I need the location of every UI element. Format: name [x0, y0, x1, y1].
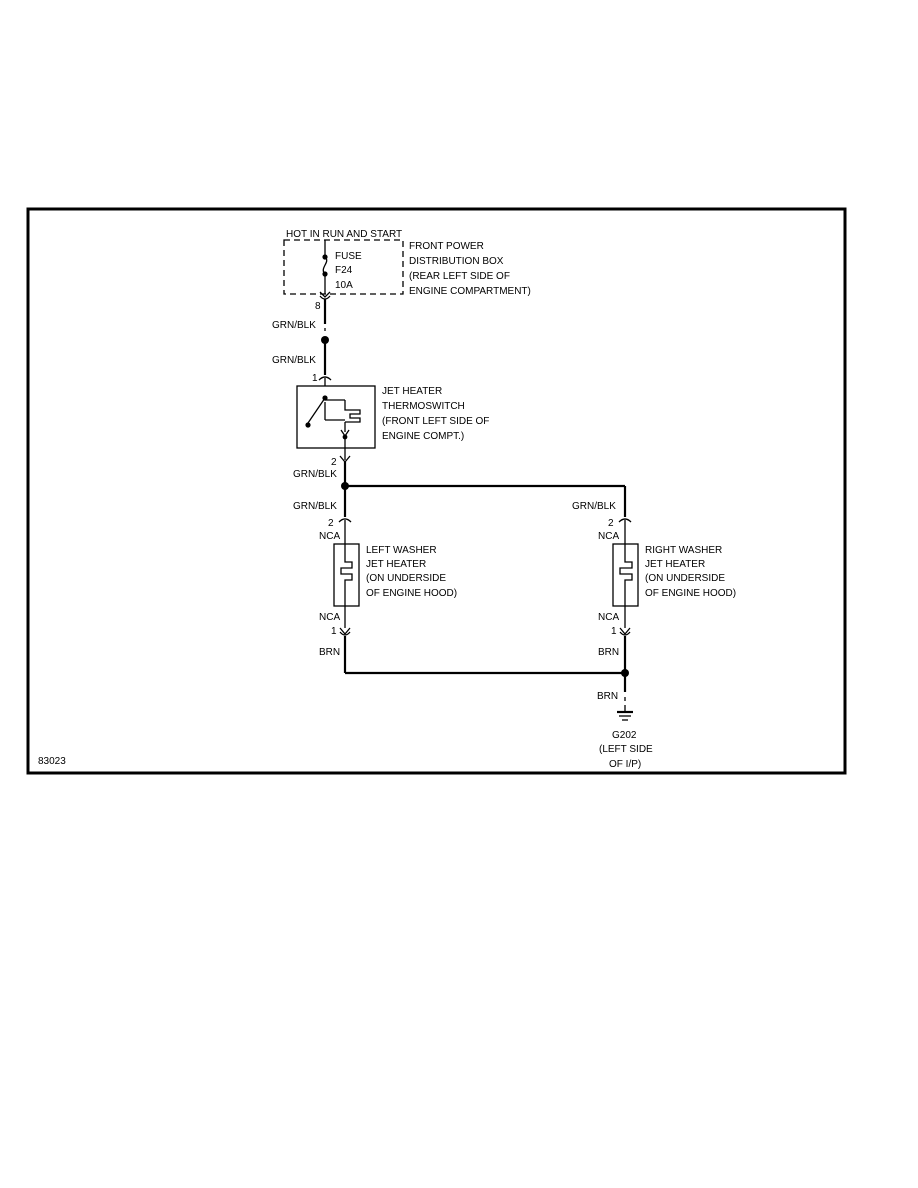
connector-thermo-2: 2 [331, 448, 351, 468]
thermoswitch-line4: ENGINE COMPT.) [382, 431, 464, 442]
right-pin-top: 2 [608, 518, 614, 529]
left-conn-bottom: NCA [319, 612, 340, 623]
fuse-f24 [322, 240, 328, 294]
ground-symbol-g202 [617, 710, 633, 721]
wire-label-1: GRN/BLK [272, 320, 316, 331]
wire-label-3: GRN/BLK [293, 469, 337, 480]
right-conn-bottom: NCA [598, 612, 619, 623]
diagram-frame [26, 207, 847, 775]
box-location-line2: ENGINE COMPARTMENT) [409, 286, 531, 297]
box-name-line1: FRONT POWER [409, 241, 484, 252]
thermoswitch-box [296, 385, 376, 449]
ground-id: G202 [612, 730, 637, 741]
box-location-line1: (REAR LEFT SIDE OF [409, 271, 510, 282]
pin-8-label: 8 [315, 301, 321, 312]
right-pin-bottom: 1 [611, 626, 617, 637]
right-conn-top: NCA [598, 531, 619, 542]
right-heater-line2: JET HEATER [645, 559, 705, 570]
wire-label-2: GRN/BLK [272, 355, 316, 366]
wire-label-brn-left: BRN [319, 647, 340, 658]
left-heater-box [333, 543, 360, 607]
right-heater-line1: RIGHT WASHER [645, 545, 722, 556]
left-heater-line1: LEFT WASHER [366, 545, 437, 556]
connector-thermo-1: 1 [312, 373, 332, 386]
left-washer-jet-heater: 2 NCA LEFT WASHER JET HEATER (ON UNDERSI… [319, 518, 457, 637]
left-pin-bottom: 1 [331, 626, 337, 637]
left-heater-line2: JET HEATER [366, 559, 426, 570]
power-distribution-box: HOT IN RUN AND START FRONT POWER DISTRIB… [283, 229, 531, 297]
left-heater-line3: (ON UNDERSIDE [366, 573, 446, 584]
fuse-rating: 10A [335, 280, 353, 291]
right-heater-line3: (ON UNDERSIDE [645, 573, 725, 584]
hot-in-run-label: HOT IN RUN AND START [286, 229, 402, 240]
power-box-outline [283, 239, 404, 295]
fuse-id: F24 [335, 265, 353, 276]
thermoswitch-line2: THERMOSWITCH [382, 401, 465, 412]
right-heater-line4: OF ENGINE HOOD) [645, 588, 736, 599]
wire-label-right: GRN/BLK [572, 501, 616, 512]
thermoswitch-line1: JET HEATER [382, 386, 442, 397]
jet-heater-thermoswitch: JET HEATER THERMOSWITCH (FRONT LEFT SIDE… [296, 385, 489, 449]
wire-label-left: GRN/BLK [293, 501, 337, 512]
wire-label-brn-right: BRN [598, 647, 619, 658]
connector-8: 8 [315, 291, 331, 312]
diagram-id: 83023 [38, 756, 66, 767]
box-name-line2: DISTRIBUTION BOX [409, 256, 504, 267]
left-conn-top: NCA [319, 531, 340, 542]
fuse-word: FUSE [335, 251, 362, 262]
ground-location-line1: (LEFT SIDE [599, 744, 653, 755]
ground-location-line2: OF I/P) [609, 759, 641, 770]
wire-label-brn-ground: BRN [597, 691, 618, 702]
thermo-pin-2: 2 [331, 457, 337, 468]
thermo-pin-1: 1 [312, 373, 318, 384]
left-pin-top: 2 [328, 518, 334, 529]
left-heater-line4: OF ENGINE HOOD) [366, 588, 457, 599]
right-washer-jet-heater: 2 NCA RIGHT WASHER JET HEATER (ON UNDERS… [598, 518, 736, 637]
thermoswitch-line3: (FRONT LEFT SIDE OF [382, 416, 489, 427]
